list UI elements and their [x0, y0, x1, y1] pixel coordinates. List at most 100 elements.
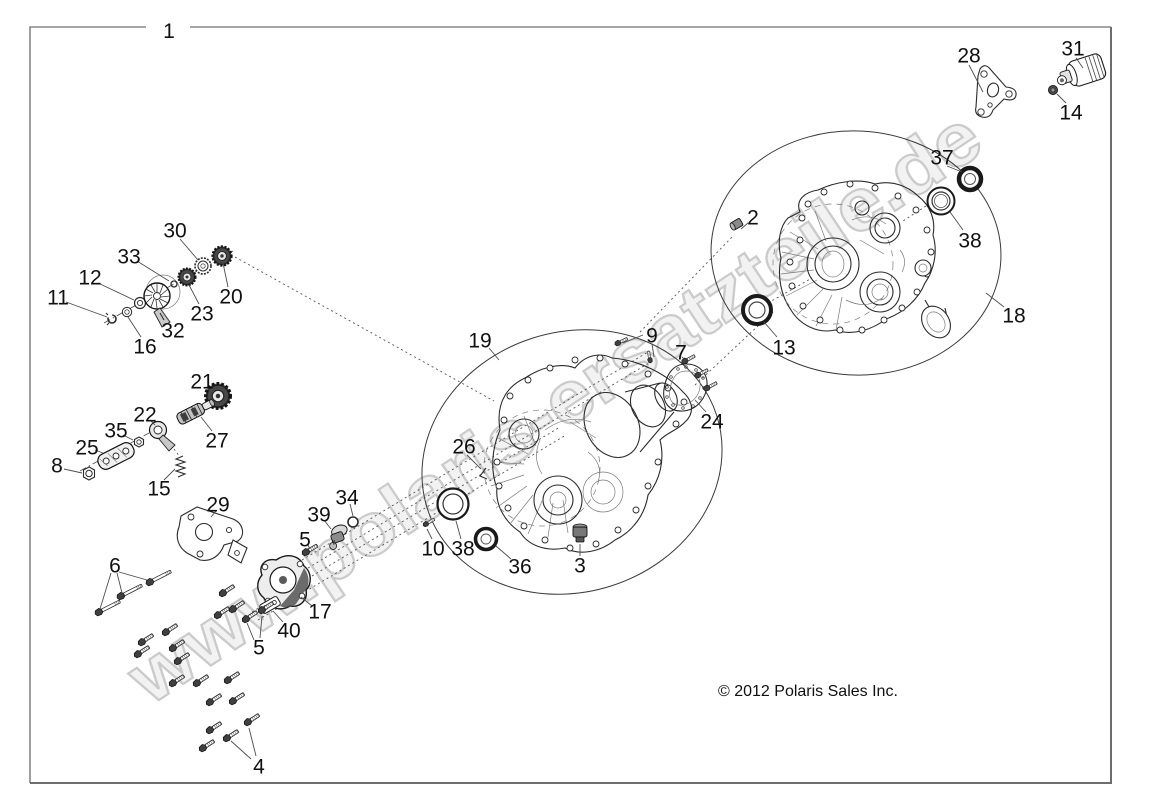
leader-line-6 — [99, 572, 112, 610]
part-callout-27: 27 — [205, 430, 228, 453]
part-callout-20: 20 — [219, 286, 242, 309]
leader-line-29 — [210, 510, 217, 518]
leader-line-33 — [136, 260, 170, 282]
part-callout-14: 14 — [1059, 102, 1083, 125]
part-callout-9: 9 — [646, 325, 658, 348]
leader-line-34 — [349, 503, 354, 517]
plug-3 — [572, 523, 588, 543]
rear-case-mount-foot — [914, 259, 951, 339]
seal-38-front — [436, 487, 470, 521]
plug-2 — [729, 218, 744, 231]
leader-line-4 — [230, 740, 252, 760]
part-callout-19: 19 — [468, 330, 491, 353]
part-callout-3: 3 — [574, 555, 586, 578]
leader-line-21 — [206, 387, 215, 393]
part-callout-10: 10 — [421, 538, 444, 561]
rear-case-ribs — [780, 210, 843, 331]
part-callout-11: 11 — [47, 287, 69, 310]
watermark-text: www.polaris-ersatzteile.de — [112, 94, 996, 720]
bolt-4b — [221, 727, 241, 744]
pin-26 — [479, 467, 488, 480]
leader-line-23 — [188, 284, 200, 305]
leader-line-35 — [122, 434, 134, 441]
leader-line-19 — [488, 347, 500, 361]
leader-line-40 — [272, 610, 284, 623]
leader-line-24 — [694, 399, 707, 413]
motor-31 — [1056, 53, 1107, 87]
gear-23 — [177, 267, 197, 287]
gear-20 — [211, 245, 233, 267]
watermark-layer: www.polaris-ersatzteile.de — [111, 93, 997, 721]
part-callout-5: 5 — [299, 529, 311, 552]
washer-16 — [121, 306, 133, 318]
seal-38-rear — [926, 186, 956, 216]
bracket-29 — [176, 506, 248, 564]
part-callout-17: 17 — [308, 601, 331, 624]
leader-line-14 — [1056, 93, 1067, 104]
seal-36 — [473, 526, 499, 552]
gasket-perforations — [665, 365, 706, 410]
leader-line-6 — [116, 572, 123, 594]
part-callout-38: 38 — [451, 538, 474, 561]
leader-line-38 — [455, 520, 462, 540]
part-callout-5: 5 — [253, 637, 265, 660]
seal-13 — [741, 294, 773, 326]
leader-line-5 — [259, 615, 263, 639]
part-callout-21: 21 — [190, 371, 213, 394]
copyright-text: © 2012 Polaris Sales Inc. — [718, 683, 898, 700]
eclip-11 — [105, 312, 117, 326]
part-callout-24: 24 — [700, 411, 724, 434]
leader-line-10 — [426, 528, 433, 540]
leader-line-20 — [222, 262, 229, 288]
leader-line-17 — [300, 596, 313, 607]
leader-line-12 — [97, 282, 135, 301]
part-callout-23: 23 — [190, 303, 213, 326]
leader-line-9 — [622, 334, 644, 344]
leader-line-11 — [65, 301, 108, 318]
leader-line-15 — [163, 468, 176, 481]
leader-line-36 — [495, 545, 512, 560]
part-callout-28: 28 — [957, 45, 980, 68]
bolt-7c — [702, 379, 719, 393]
part-callout-12: 12 — [78, 267, 101, 290]
part-callout-34: 34 — [335, 487, 359, 510]
part-callout-7: 7 — [675, 342, 687, 365]
bolt-6c — [93, 597, 122, 618]
part-callout-31: 31 — [1061, 38, 1084, 61]
frame-border: 1 — [29, 20, 1112, 784]
leader-line-5 — [246, 622, 255, 641]
part-callout-2: 2 — [747, 207, 759, 230]
leader-line-39 — [323, 519, 332, 530]
leader-line-6 — [118, 571, 148, 581]
leader-line-38 — [949, 211, 964, 231]
leader-line-22 — [149, 419, 156, 426]
part-callout-33: 33 — [117, 246, 140, 269]
part-callout-22: 22 — [133, 404, 156, 427]
nut-8 — [82, 466, 96, 481]
oring-34 — [347, 516, 359, 528]
leader-line-25 — [94, 449, 104, 454]
leader-line-26 — [466, 454, 482, 470]
leader-line-4 — [248, 727, 257, 757]
leader-line-30 — [179, 238, 199, 261]
part-callout-39: 39 — [307, 504, 330, 527]
fitting-39 — [329, 524, 348, 550]
plate-25 — [97, 442, 135, 470]
bolt-6a — [144, 567, 173, 588]
leader-line-31 — [1075, 57, 1084, 69]
leader-line-16 — [127, 316, 142, 338]
leader-line-9 — [651, 343, 655, 358]
frame-label-1: 1 — [163, 20, 175, 43]
part-callout-32: 32 — [161, 320, 184, 343]
part-callout-4: 4 — [253, 756, 265, 779]
clip-33 — [170, 280, 178, 288]
nut-14 — [1048, 85, 1059, 96]
leader-line-8 — [63, 468, 83, 474]
leader-line-18 — [985, 292, 1005, 308]
seal-37 — [956, 165, 984, 193]
motor-housing-17 — [257, 555, 311, 610]
part-callout-16: 16 — [133, 336, 156, 359]
